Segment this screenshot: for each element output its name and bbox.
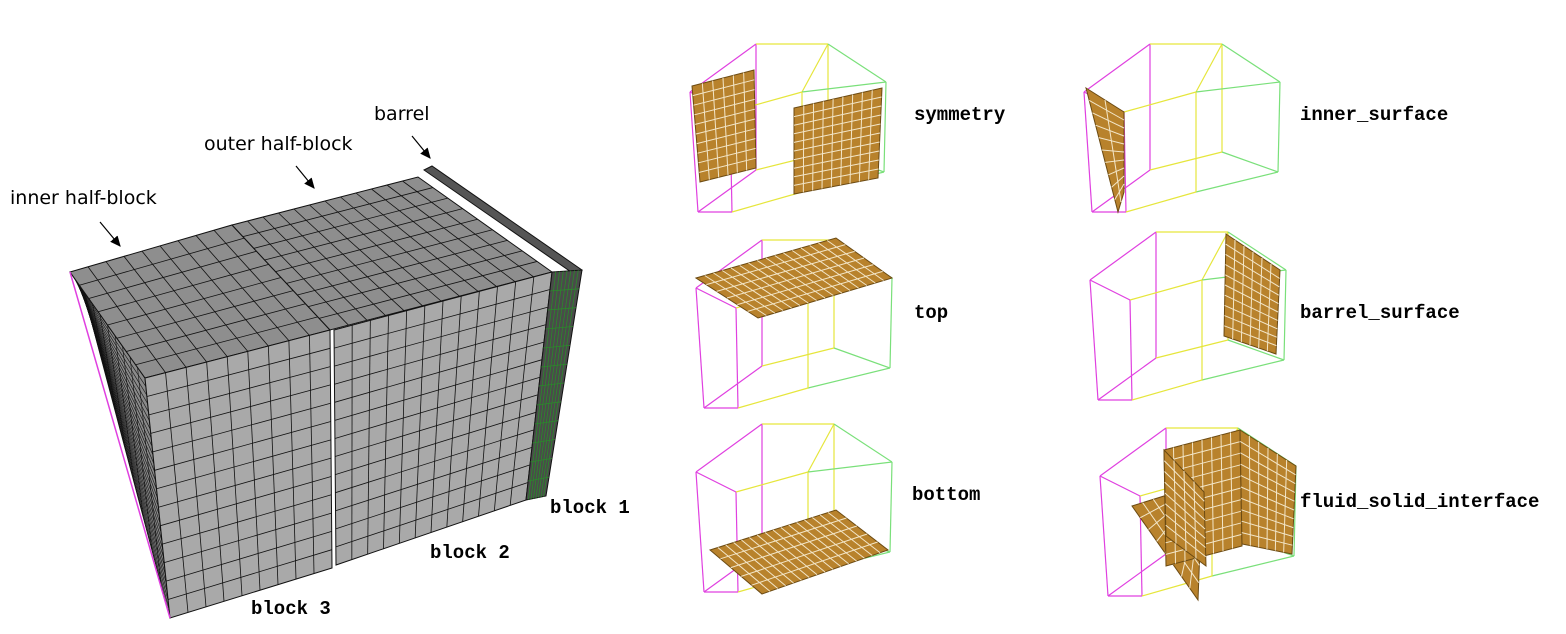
inner-surface-box-wire: [1222, 152, 1278, 172]
fsi-box-wire: [1108, 554, 1166, 596]
inner-surface-box-wire: [1196, 172, 1278, 192]
inner-half-block-arrow: [100, 222, 120, 246]
barrel-surface-box-wire: [1132, 380, 1202, 400]
barrel-surface-box-wire: [1090, 280, 1130, 300]
barrel-surface-box-wire: [1090, 232, 1156, 280]
block-2-label: block 2: [430, 542, 510, 564]
top-box-wire: [696, 288, 704, 408]
bottom-box-wire: [808, 462, 892, 472]
inner-surface-box-wire: [1084, 92, 1092, 212]
panel-fluid-solid-interface: [1100, 428, 1296, 600]
inner-surface-box-wire: [1278, 82, 1280, 172]
barrel-label: barrel: [374, 103, 430, 125]
bottom-box-wire: [696, 424, 762, 472]
fsi-box-wire: [1100, 428, 1166, 476]
top-box-wire: [890, 278, 892, 368]
inner-surface-box-wire: [1222, 44, 1280, 82]
block-3-label: block 3: [251, 598, 331, 620]
surface-label-fluid-solid-interface: fluid_solid_interface: [1300, 491, 1539, 513]
symmetry-box-wire: [732, 192, 802, 212]
panel-top: [696, 238, 892, 408]
top-box-wire: [834, 348, 890, 368]
panel-inner-surface: [1084, 44, 1280, 212]
inner-surface-box-wire: [1124, 92, 1196, 112]
barrel-surface-box-wire: [1130, 280, 1202, 300]
inner-surface-box-wire: [1196, 44, 1222, 92]
top-box-wire: [808, 368, 890, 388]
top-box-wire: [738, 388, 808, 408]
surface-label-symmetry: symmetry: [914, 104, 1006, 126]
surface-label-barrel-surface: barrel_surface: [1300, 302, 1460, 324]
barrel-surface-box-wire: [1202, 360, 1284, 380]
bottom-box-wire: [696, 472, 736, 492]
symmetry-box-wire: [802, 44, 828, 92]
panel-symmetry: [690, 44, 886, 212]
inner-surface-box-wire: [1196, 82, 1280, 92]
inner-surface-box-wire: [1150, 152, 1222, 170]
block-1-label: block 1: [550, 497, 630, 519]
barrel-arrow: [412, 136, 430, 158]
fsi-box-wire: [1100, 476, 1108, 596]
block-3-front-face: [145, 330, 332, 618]
fsi-box-wire: [1212, 556, 1294, 576]
fsi-box-wire: [1142, 576, 1212, 596]
symmetry-box-wire: [884, 82, 886, 172]
inner-surface-box-wire: [1126, 192, 1196, 212]
barrel-surface-box-wire: [1098, 358, 1156, 400]
bottom-box-wire: [808, 424, 834, 472]
bottom-box-wire: [696, 472, 704, 592]
barrel-surface-box-wire: [1202, 232, 1228, 280]
barrel-surface-box-wire: [1090, 280, 1098, 400]
bottom-box-wire: [834, 424, 892, 462]
outer-half-block-arrow: [296, 166, 314, 188]
surface-label-inner-surface: inner_surface: [1300, 104, 1448, 126]
surface-label-bottom: bottom: [912, 484, 980, 506]
inner-half-block-label: inner half-block: [10, 187, 157, 209]
surface-panels: [690, 44, 1296, 600]
fsi-box-wire: [1100, 476, 1140, 496]
bottom-box-wire: [890, 462, 892, 552]
top-box-wire: [762, 348, 834, 366]
top-box-wire: [704, 366, 762, 408]
inner-surface-box-wire: [1084, 44, 1150, 92]
top-box-wire: [736, 308, 738, 408]
symmetry-box-wire: [828, 44, 886, 82]
bottom-box-wire: [736, 472, 808, 492]
panel-barrel-surface: [1090, 232, 1286, 400]
surface-label-top: top: [914, 302, 948, 324]
panel-bottom: [696, 424, 892, 594]
barrel-surface-box-wire: [1156, 340, 1228, 358]
barrel-surface-box-wire: [1130, 300, 1132, 400]
barrel-surface-box-wire: [1284, 270, 1286, 360]
outer-half-block-label: outer half-block: [204, 133, 353, 155]
main-mesh: inner half-block outer half-block barrel…: [10, 103, 630, 620]
